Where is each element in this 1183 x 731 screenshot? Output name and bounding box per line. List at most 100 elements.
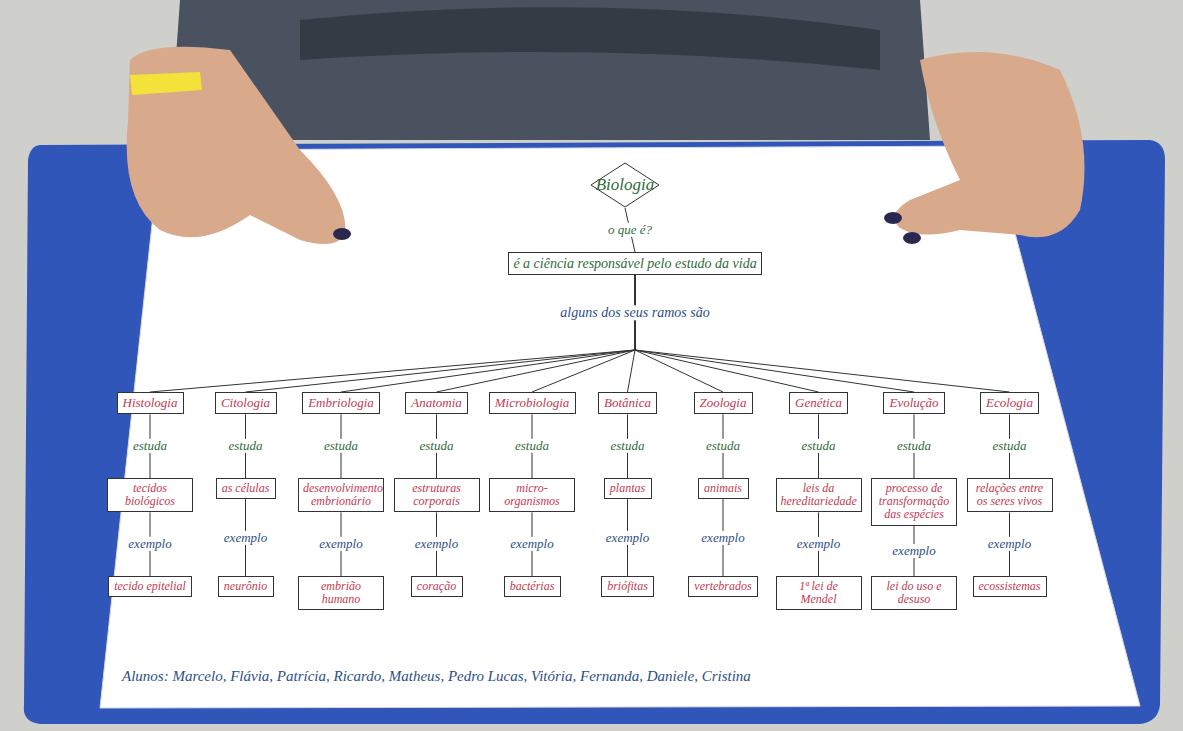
subject-box: animais [698, 478, 749, 499]
node-text: micro-organismos [494, 482, 570, 508]
node-text: ecossistemas [978, 580, 1042, 593]
connector-label: estuda [226, 439, 266, 453]
node-text: Botânica [603, 396, 652, 410]
node-text: é a ciência responsável pelo estudo da v… [513, 256, 756, 271]
node-text: Evolução [888, 396, 940, 410]
connector-label: estuda [608, 439, 648, 453]
example-box: lei do uso e desuso [871, 576, 957, 610]
bracelet [130, 72, 202, 95]
connector-label: estuda [894, 439, 934, 453]
connector-label: exemplo [889, 544, 938, 558]
node-text: Embriologia [307, 396, 375, 410]
example-box: ecossistemas [973, 576, 1047, 597]
node-text: plantas [609, 482, 647, 495]
connector-line [635, 275, 1010, 392]
node-text: Citologia [220, 396, 272, 410]
example-box: neurônio [218, 576, 274, 597]
node-text: animais [703, 482, 744, 495]
branch-box: Ecologia [980, 392, 1039, 414]
node-text: lei do uso e desuso [876, 580, 952, 606]
connector-label: exemplo [221, 530, 270, 544]
subject-box: as células [216, 478, 276, 499]
node-text: Zoologia [699, 396, 748, 410]
node-text: estruturas corporais [399, 482, 475, 508]
connector-label: estuda [417, 439, 457, 453]
connector-line [635, 275, 819, 392]
subject-box: micro-organismos [489, 478, 575, 512]
subject-box: leis da hereditariedade [776, 478, 862, 512]
connector-line [437, 275, 636, 392]
connector-line [635, 275, 914, 392]
nail [333, 228, 351, 240]
diamond-shape [591, 163, 659, 207]
node-text: Microbiologia [494, 396, 571, 410]
node-text: Biologia [590, 175, 660, 195]
connector-line [628, 275, 636, 392]
example-box: bactérias [504, 576, 561, 597]
example-box: vertebrados [688, 576, 758, 597]
subject-box: relações entre os seres vivos [967, 478, 1053, 512]
connector-label: exemplo [603, 530, 652, 544]
branch-box: Microbiologia [489, 392, 576, 414]
example-box: 1ª lei de Mendel [776, 576, 862, 610]
node-text: Genética [794, 396, 843, 410]
connector-line [150, 275, 635, 392]
branch-box: Evolução [883, 392, 945, 414]
example-box: briófitas [601, 576, 654, 597]
connector-label: estuda [512, 439, 552, 453]
node-text: relações entre os seres vivos [972, 482, 1048, 508]
connector-label: alguns dos seus ramos são [557, 305, 712, 320]
connector-label: estuda [703, 439, 743, 453]
node-text: as células [221, 482, 271, 495]
subject-box: plantas [604, 478, 652, 499]
node-text: coração [416, 580, 458, 593]
nail [884, 212, 902, 224]
connector-label: exemplo [316, 537, 365, 551]
node-text: embrião humano [303, 580, 379, 606]
subject-box: desenvolvimento embrionário [298, 478, 384, 512]
connector-label: exemplo [412, 537, 461, 551]
example-box: tecido epitelial [108, 576, 192, 597]
node-text: vertebrados [693, 580, 753, 593]
right-hand [894, 52, 1084, 237]
branch-box: Anatomia [405, 392, 468, 414]
connector-label: exemplo [507, 537, 556, 551]
node-text: neurônio [223, 580, 269, 593]
connector-line [246, 275, 636, 392]
connector-label: exemplo [985, 537, 1034, 551]
branch-box: Embriologia [302, 392, 380, 414]
connector-line [532, 275, 635, 392]
branch-box: Botânica [598, 392, 657, 414]
subject-box: estruturas corporais [394, 478, 480, 512]
node-text: processo de transformação das espécies [876, 482, 952, 522]
connector-line [635, 275, 723, 392]
connector-label: o que é? [605, 223, 655, 237]
definition-box: é a ciência responsável pelo estudo da v… [508, 252, 761, 275]
node-text: Anatomia [410, 396, 463, 410]
connector-label: estuda [321, 439, 361, 453]
connector-label: estuda [799, 439, 839, 453]
connector-label: estuda [130, 439, 170, 453]
branch-box: Citologia [215, 392, 277, 414]
node-text: tecidos biológicos [112, 482, 188, 508]
connector-line [341, 275, 635, 392]
left-hand [127, 47, 346, 244]
branch-box: Genética [789, 392, 848, 414]
connector-label: estuda [990, 439, 1030, 453]
node-text: desenvolvimento embrionário [303, 482, 379, 508]
student-names: Alunos: Marcelo, Flávia, Patrícia, Ricar… [122, 668, 751, 685]
node-text: leis da hereditariedade [781, 482, 857, 508]
example-box: coração [411, 576, 463, 597]
connector-label: exemplo [794, 537, 843, 551]
node-text: tecido epitelial [113, 580, 187, 593]
node-text: 1ª lei de Mendel [781, 580, 857, 606]
connector-label: exemplo [698, 530, 747, 544]
node-text: Ecologia [985, 396, 1034, 410]
branch-box: Zoologia [694, 392, 753, 414]
example-box: embrião humano [298, 576, 384, 610]
backpack-zip [300, 7, 880, 70]
